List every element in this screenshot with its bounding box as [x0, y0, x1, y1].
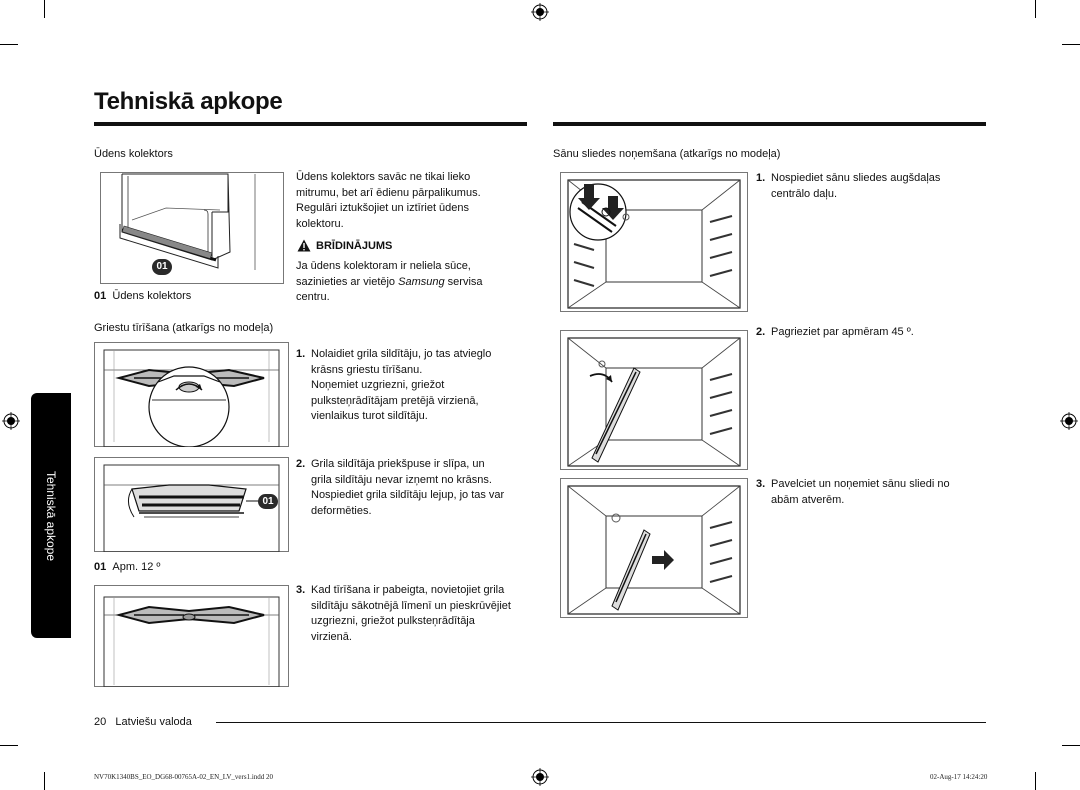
section-side-tab: Tehniskā apkope — [31, 393, 71, 638]
step-line: pulksteņrādītājam pretējā virzienā, — [311, 394, 479, 407]
step-line: Noņemiet uzgriezni, griežot — [311, 379, 445, 391]
side-rail-step1-illustration — [560, 172, 748, 312]
callout-badge: 01 — [258, 494, 278, 509]
file-info: NV70K1340BS_EO_DG68-00765A-02_EN_LV_vers… — [94, 773, 274, 781]
grill-step2-illustration — [94, 457, 289, 552]
warning-line: sazinieties ar vietējo — [296, 275, 396, 288]
side-rail-step-2: 2. Pagrieziet par apmēram 45 º. — [756, 325, 986, 343]
caption-text: Apm. 12 º — [112, 561, 161, 573]
footer-page-label: 20 Latviešu valoda — [94, 715, 192, 731]
side-tab-label: Tehniskā apkope — [44, 470, 58, 561]
caption-number: 01 — [94, 290, 107, 302]
warning-line: centru. — [296, 291, 330, 303]
step-line: sildītāju sākotnējā līmenī un pieskrūvēj… — [311, 599, 511, 612]
side-rails-heading: Sānu sliedes noņemšana (atkarīgs no mode… — [553, 148, 781, 160]
registration-mark-icon — [531, 3, 549, 21]
title-rule-left — [94, 122, 527, 126]
step-line: Grila sildītāja priekšpuse ir slīpa, un — [311, 458, 485, 470]
step-line: krāsns griestu tīrīšanu. — [311, 363, 423, 376]
grill-step1-illustration — [94, 342, 289, 447]
step-number: 2. — [296, 458, 306, 470]
warning-text: Ja ūdens kolektoram ir neliela sūce, saz… — [296, 259, 526, 306]
step-line: uzgriezni, griežot pulksteņrādītāja — [311, 615, 475, 627]
step-number: 1. — [296, 348, 306, 360]
step-line: Nolaidiet grila sildītāju, jo tas atvieg… — [311, 348, 492, 360]
crop-mark — [1062, 44, 1080, 45]
description-line: kolektoru. — [296, 217, 344, 230]
water-collector-heading: Ūdens kolektors — [94, 148, 173, 160]
page-title: Tehniskā apkope — [94, 88, 283, 115]
page-number: 20 — [94, 716, 107, 728]
callout-badge: 01 — [152, 259, 172, 275]
step-line: Nospiediet sānu sliedes augšdaļas — [771, 172, 941, 184]
step-line: centrālo daļu. — [771, 187, 838, 200]
step-line: Pavelciet un noņemiet sānu sliedi no — [771, 478, 950, 490]
caption-number: 01 — [94, 561, 107, 573]
registration-mark-icon — [531, 768, 549, 786]
grill-step-3: 3. Kad tīrīšana ir pabeigta, novietojiet… — [296, 583, 526, 649]
grill-angle-caption: 01 Apm. 12 º — [94, 560, 160, 576]
step-line: abām atverēm. — [771, 493, 845, 506]
step-line: Nospiediet grila sildītāju lejup, jo tas… — [311, 489, 505, 501]
footer-language: Latviešu valoda — [115, 716, 192, 728]
crop-mark — [1062, 745, 1080, 746]
water-collector-description: Ūdens kolektors savāc ne tikai lieko mit… — [296, 170, 526, 232]
step-line: virzienā. — [311, 630, 352, 643]
water-collector-caption: 01 Ūdens kolektors — [94, 289, 191, 305]
grill-step-2: 2. Grila sildītāja priekšpuse ir slīpa, … — [296, 457, 526, 523]
registration-mark-icon — [1060, 412, 1078, 430]
step-number: 1. — [756, 172, 766, 184]
date-info: 02-Aug-17 14:24:20 — [930, 773, 988, 781]
grill-step-1: 1. Nolaidiet grila sildītāju, jo tas atv… — [296, 347, 526, 427]
registration-mark-icon — [2, 412, 20, 430]
step-number: 2. — [756, 326, 766, 338]
brand-name: Samsung — [398, 275, 445, 288]
warning-triangle-icon — [297, 239, 311, 252]
side-rail-step-3: 3. Pavelciet un noņemiet sānu sliedi no … — [756, 477, 986, 511]
crop-mark — [44, 0, 45, 18]
step-line: Pagrieziet par apmēram 45 º. — [771, 326, 914, 338]
step-line: deformēties. — [311, 504, 372, 517]
description-line: Ūdens kolektors savāc ne tikai lieko — [296, 171, 471, 183]
water-collector-illustration — [100, 172, 284, 284]
crop-mark — [0, 745, 18, 746]
grill-cleaning-heading: Griestu tīrīšana (atkarīgs no modeļa) — [94, 322, 274, 334]
crop-mark — [1035, 0, 1036, 18]
caption-text: Ūdens kolektors — [112, 290, 192, 302]
description-line: mitrumu, bet arī ēdienu pārpalikumus. — [296, 186, 481, 199]
step-line: Kad tīrīšana ir pabeigta, novietojiet gr… — [311, 584, 505, 596]
side-rail-step2-illustration — [560, 330, 748, 470]
side-rail-step-1: 1. Nospiediet sānu sliedes augšdaļas cen… — [756, 171, 986, 205]
step-line: vienlaikus turot sildītāju. — [311, 410, 428, 422]
side-rail-step3-illustration — [560, 478, 748, 618]
grill-step3-illustration — [94, 585, 289, 687]
description-line: Regulāri iztukšojiet un iztīriet ūdens — [296, 202, 470, 214]
step-number: 3. — [296, 584, 306, 596]
warning-title: BRĪDINĀJUMS — [316, 240, 393, 252]
crop-mark — [44, 772, 45, 790]
crop-mark — [1035, 772, 1036, 790]
footer-rule — [216, 722, 986, 723]
warning-line: servisa — [447, 275, 483, 288]
crop-mark — [0, 44, 18, 45]
step-line: grila sildītāju nevar izņemt no krāsns. — [311, 473, 492, 486]
warning-line: Ja ūdens kolektoram ir neliela sūce, — [296, 260, 471, 272]
title-rule-right — [553, 122, 986, 126]
step-number: 3. — [756, 478, 766, 490]
